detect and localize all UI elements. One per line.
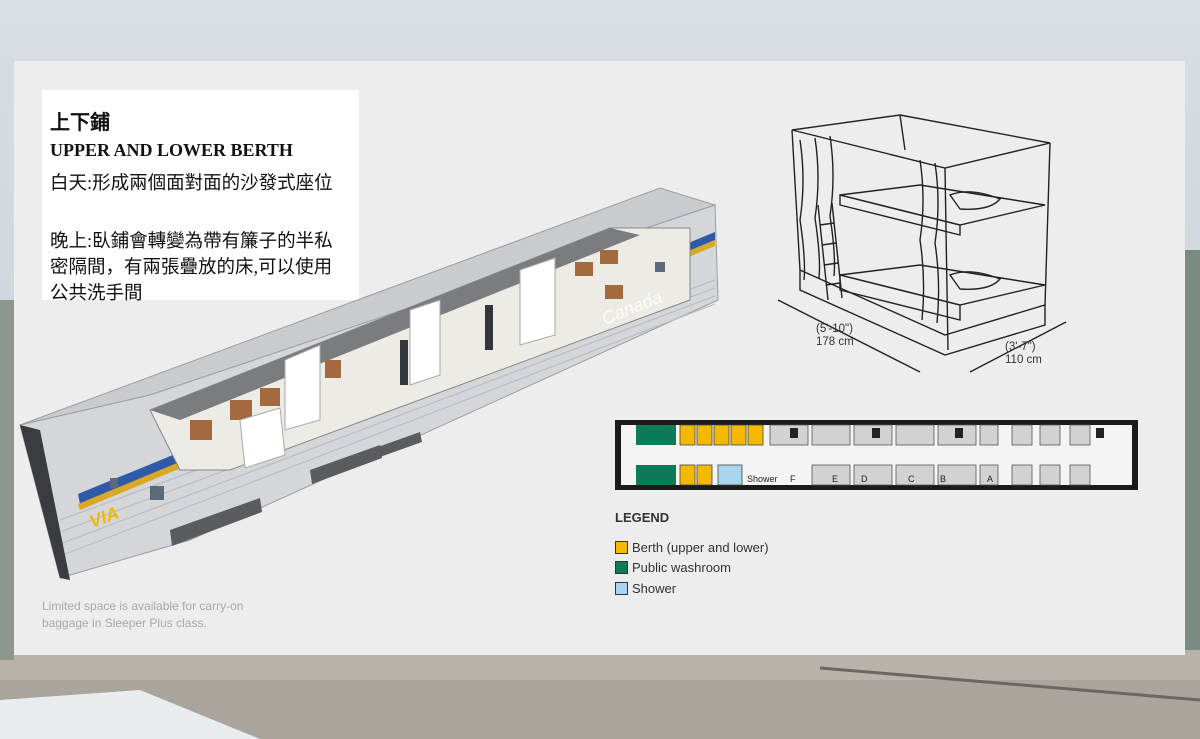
legend-title: LEGEND xyxy=(615,510,670,525)
shower-room xyxy=(717,464,743,486)
legend-label-shower: Shower xyxy=(632,581,677,596)
title-chinese: 上下鋪 xyxy=(50,112,110,134)
length-dimension: (5'-10") 178 cm xyxy=(816,323,854,349)
caption-line-2: baggage in Sleeper Plus class. xyxy=(42,616,207,630)
section-label-b: B xyxy=(940,474,946,484)
title-english: UPPER AND LOWER BERTH xyxy=(50,140,293,160)
legend-label-washroom: Public washroom xyxy=(632,560,731,575)
legend-label-berth: Berth (upper and lower) xyxy=(632,540,769,555)
baggage-caption: Limited space is available for carry-on … xyxy=(42,598,322,632)
washroom-upper xyxy=(636,425,676,445)
berth xyxy=(713,424,730,446)
berth xyxy=(679,424,696,446)
berth xyxy=(679,464,696,486)
berth xyxy=(747,424,764,446)
legend-item-berth: Berth (upper and lower) xyxy=(615,540,769,555)
day-description: 白天:形成兩個面對面的沙發式座位 xyxy=(50,174,333,194)
section-label-f: F xyxy=(790,474,796,484)
width-metric: 110 cm xyxy=(1005,354,1042,366)
berth xyxy=(730,424,747,446)
swatch-shower xyxy=(615,582,628,595)
section-label-a: A xyxy=(987,474,993,484)
description-box: 上下鋪 UPPER AND LOWER BERTH 白天:形成兩個面對面的沙發式… xyxy=(42,90,359,304)
section-label-d: D xyxy=(861,474,868,484)
section-label-e: E xyxy=(832,474,838,484)
legend-item-shower: Shower xyxy=(615,581,676,596)
caption-line-1: Limited space is available for carry-on xyxy=(42,599,244,613)
width-imperial: (3'-7") xyxy=(1005,341,1036,353)
night-description: 晚上:臥鋪會轉變為帶有簾子的半私密隔間，有兩張疊放的床,可以使用公共洗手間 xyxy=(50,232,333,304)
shower-label: Shower xyxy=(747,474,778,484)
berth xyxy=(696,464,713,486)
section-label-c: C xyxy=(908,474,915,484)
washroom-lower xyxy=(636,465,676,485)
length-imperial: (5'-10") xyxy=(816,323,853,335)
swatch-berth xyxy=(615,541,628,554)
swatch-washroom xyxy=(615,561,628,574)
legend-item-washroom: Public washroom xyxy=(615,560,731,575)
berth xyxy=(696,424,713,446)
length-metric: 178 cm xyxy=(816,336,854,348)
width-dimension: (3'-7") 110 cm xyxy=(1005,341,1042,367)
